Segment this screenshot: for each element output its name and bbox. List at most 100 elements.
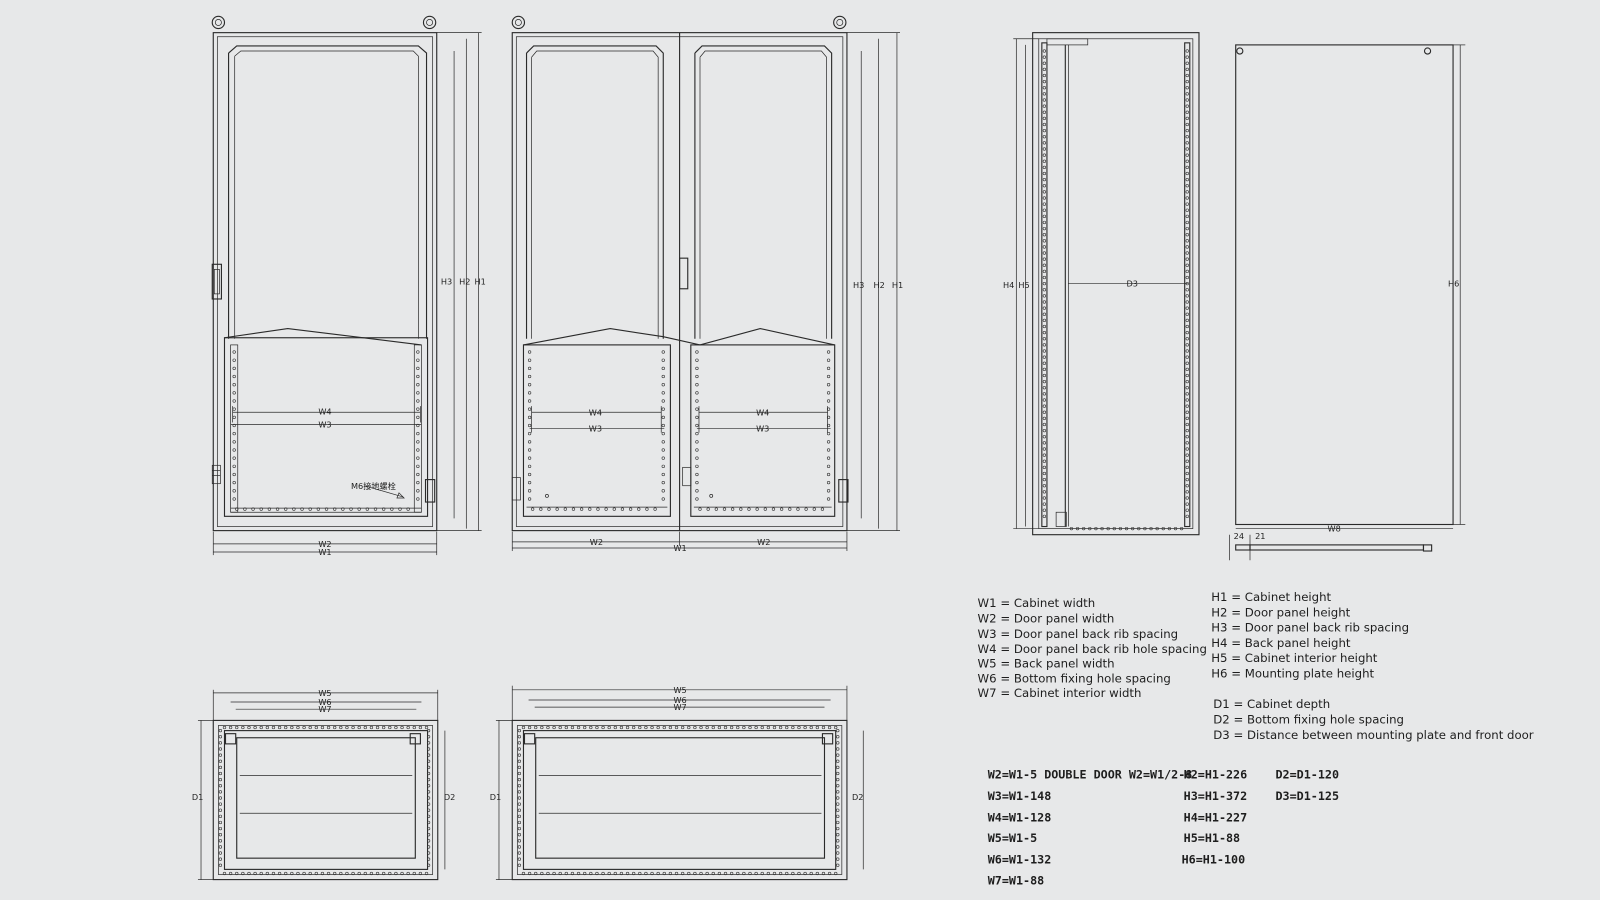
perforation-hole [1185,404,1189,408]
perforation-hole [222,871,227,876]
dim-d1: D1 [490,792,501,802]
perforation-hole [836,851,840,855]
perforation-hole [625,725,630,730]
perforation-hole [527,448,532,452]
perforation-hole [1042,190,1047,194]
perforation-hole [1161,526,1165,531]
perforation-hole [661,489,665,493]
perforation-hole [1185,312,1189,316]
perforation-hole [1185,502,1189,506]
perforation-hole [693,871,697,876]
grounding-note: M6接地螺栓 [351,481,396,491]
perforation-hole [674,871,679,876]
perforation-hole [1112,526,1116,531]
dim-w2-left: W2 [590,537,603,547]
perforation-hole [695,407,699,411]
perforation-hole [517,826,522,831]
perforation-hole [1042,116,1047,120]
perforation-hole [517,839,522,843]
perforation-hole [1042,380,1047,384]
perforation-hole [1042,459,1047,463]
perforation-hole [687,871,691,876]
perforation-hole [788,507,792,511]
perforation-hole [803,871,807,876]
perforation-hole [218,851,223,855]
perforation-hole [426,735,431,739]
perforation-hole [517,747,522,751]
perforation-hole [836,765,840,769]
perforation-hole [836,820,840,825]
perforation-hole [1042,453,1047,457]
formula-d2: D2=D1-120 [1276,768,1339,782]
perforation-hole [778,871,783,876]
perforation-hole [400,725,404,730]
perforation-hole [333,871,337,876]
legend-d3: D3 = Distance between mounting plate and… [1213,728,1534,742]
perforation-hole [302,871,306,876]
perforation-hole [695,456,699,460]
perforation-hole [1185,331,1189,335]
perforation-hole [369,871,374,876]
perforation-hole [302,725,306,730]
perforation-hole [693,725,697,730]
dim-w4-left: W4 [589,407,602,417]
perforation-hole [552,871,556,876]
perforation-hole [339,871,343,876]
perforation-hole [826,432,831,436]
perforation-hole [695,472,699,477]
perforation-hole [277,871,282,876]
perforation-hole [1185,484,1189,488]
dim-w1: W1 [673,543,686,553]
perforation-hole [218,863,223,867]
perforation-hole [517,728,522,733]
perforation-hole [695,374,699,379]
perforation-hole [836,771,840,776]
perforation-hole [284,871,288,876]
perforation-hole [521,725,526,730]
perforation-hole [1185,214,1189,218]
perforation-hole [1042,251,1047,255]
perforation-hole [416,391,420,395]
perforation-hole [400,871,404,876]
plan2-holes-left [517,728,522,867]
perforation-hole [517,851,522,855]
perforation-hole [247,725,251,730]
perforation-hole [394,871,398,876]
perforation-hole [1042,239,1047,243]
perforation-hole [1185,153,1189,157]
perforation-hole [218,814,223,818]
perforation-hole [1179,526,1184,531]
perforation-hole [426,833,431,837]
perforation-hole [661,448,665,452]
perforation-hole [662,725,666,730]
perforation-hole [1042,428,1047,433]
perforation-hole [416,374,420,379]
perforation-hole [527,497,532,501]
perforation-hole [755,507,759,511]
perforation-hole [827,725,832,730]
perforation-hole [564,725,568,730]
perforation-hole [766,725,771,730]
dim-h6: H6 [1448,279,1459,289]
perforation-hole [1042,361,1047,365]
perforation-hole [228,871,233,876]
perforation-hole [661,440,665,444]
perforation-hole [1131,526,1135,531]
perforation-hole [1185,477,1189,482]
perforation-hole [1185,147,1189,151]
perforation-hole [1185,367,1189,372]
perforation-hole [1185,159,1189,163]
perforation-hole [1042,110,1047,114]
perforation-hole [1185,184,1189,188]
perforation-hole [382,871,386,876]
perforation-hole [426,777,431,782]
perforation-hole [607,871,611,876]
perforation-hole [661,350,665,354]
dim-h2: H2 [459,277,470,287]
perforation-hole [695,366,699,371]
perforation-hole [1185,435,1189,439]
dim-h3: H3 [441,277,452,287]
perforation-hole [1042,490,1047,494]
perforation-hole [527,374,532,379]
legend-w3: W3 = Door panel back rib spacing [978,627,1179,641]
